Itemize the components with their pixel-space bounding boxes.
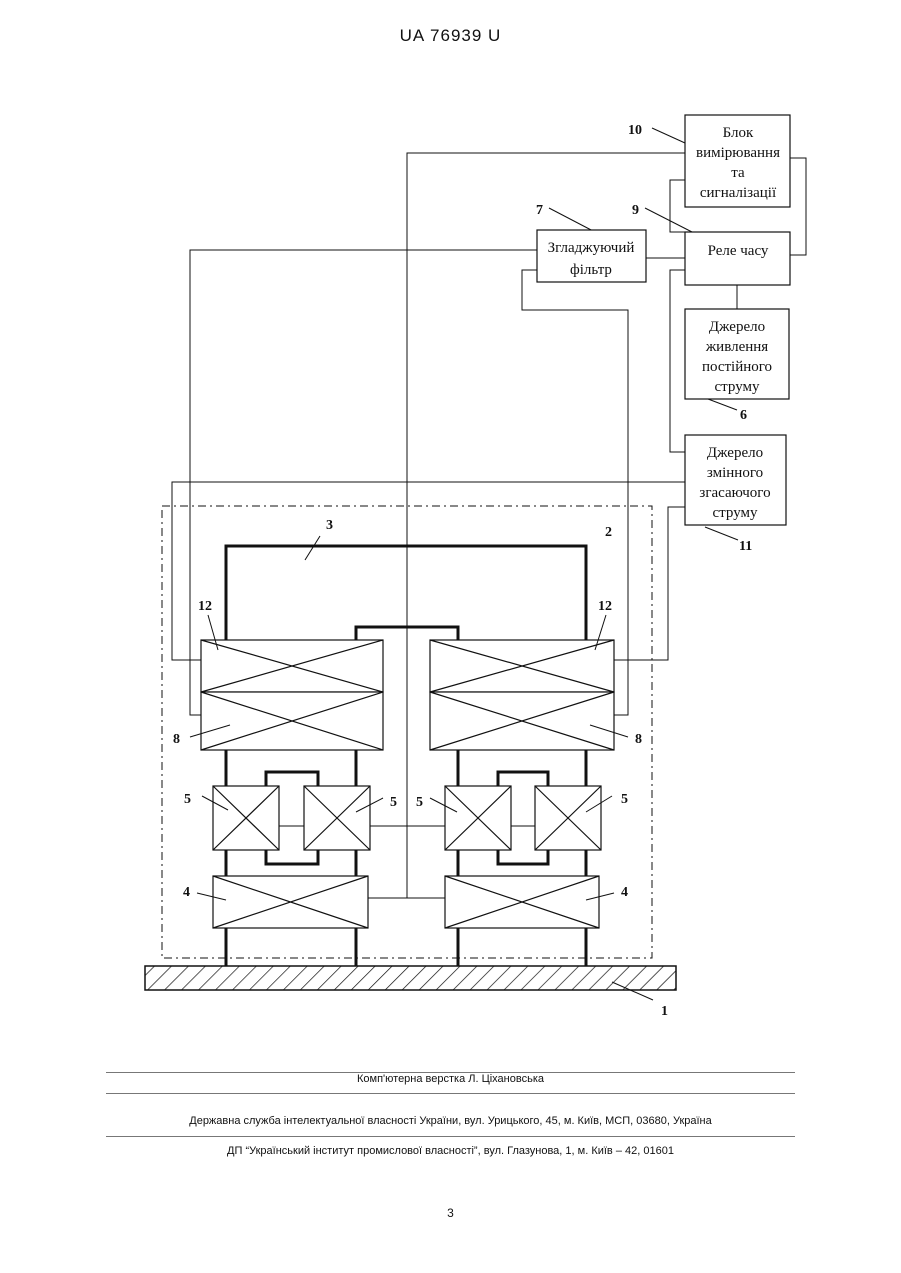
measurement-block: Блок вимірювання та сигналізації — [685, 115, 790, 207]
dc-line-3: постійного — [702, 359, 772, 375]
footer-layout: Комп'ютерна верстка Л. Ціхановська — [0, 1073, 901, 1085]
callout-8-right: 8 — [635, 732, 642, 747]
callout-9: 9 — [632, 203, 639, 218]
footer-institute: ДП “Український інститут промислової вла… — [0, 1145, 901, 1157]
coil-5-b — [304, 786, 370, 850]
measurement-line-2: вимірювання — [696, 145, 780, 161]
coil-4-left — [213, 876, 368, 928]
measurement-line-1: Блок — [723, 125, 754, 141]
time-relay-block: Реле часу — [685, 232, 790, 285]
measurement-line-4: сигналізації — [700, 185, 777, 201]
relay-line-1: Реле часу — [708, 243, 769, 259]
filter-line-1: Згладжуючий — [548, 240, 635, 256]
callout-12-left: 12 — [198, 599, 212, 614]
coil-12-left — [201, 640, 383, 692]
ac-line-2: змінного — [707, 465, 763, 481]
ground-base — [145, 966, 676, 990]
ac-line-1: Джерело — [707, 445, 763, 461]
callout-5-b: 5 — [390, 795, 397, 810]
coil-5-a — [213, 786, 279, 850]
footer-divider-2 — [106, 1093, 795, 1094]
dc-source-block: Джерело живлення постійного струму — [685, 309, 789, 399]
dc-line-4: струму — [715, 379, 760, 395]
callout-11: 11 — [739, 539, 752, 554]
callout-3: 3 — [326, 518, 333, 533]
callout-10: 10 — [628, 123, 642, 138]
coil-5-c — [445, 786, 511, 850]
ac-source-block: Джерело змінного згасаючого струму — [685, 435, 786, 525]
callout-4-right: 4 — [621, 885, 628, 900]
page-number: 3 — [0, 1206, 901, 1220]
callout-5-d: 5 — [621, 792, 628, 807]
callout-7: 7 — [536, 203, 543, 218]
callout-4-left: 4 — [183, 885, 190, 900]
filter-line-2: фільтр — [570, 262, 612, 278]
coil-12-right — [430, 640, 614, 692]
footer-divider-3 — [106, 1136, 795, 1137]
dc-line-1: Джерело — [709, 319, 765, 335]
footer-service: Державна служба інтелектуальної власност… — [0, 1115, 901, 1127]
callout-5-c: 5 — [416, 795, 423, 810]
callout-5-a: 5 — [184, 792, 191, 807]
callout-2: 2 — [605, 525, 612, 540]
callout-12-right: 12 — [598, 599, 612, 614]
measurement-line-3: та — [731, 165, 745, 181]
callout-8-left: 8 — [173, 732, 180, 747]
callout-6: 6 — [740, 408, 747, 423]
coil-4-right — [445, 876, 599, 928]
dc-line-2: живлення — [705, 339, 768, 355]
leader-lines — [190, 128, 738, 1000]
callout-1: 1 — [661, 1004, 668, 1019]
coil-5-d — [535, 786, 601, 850]
coil-8-left — [201, 692, 383, 750]
ac-line-4: струму — [713, 505, 758, 521]
coil-8-right — [430, 692, 614, 750]
ac-line-3: згасаючого — [699, 485, 770, 501]
smoothing-filter-block: Згладжуючий фільтр — [537, 230, 646, 282]
